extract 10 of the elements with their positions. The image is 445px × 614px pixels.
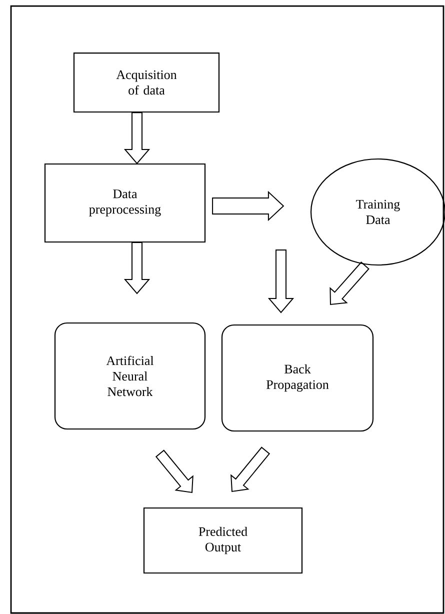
rounded-box: Artificial Neural Network: [54, 322, 206, 430]
block-arrow: [212, 190, 284, 222]
block-arrow: [330, 262, 370, 305]
process-box: Predicted Output: [143, 507, 303, 574]
block-arrow: [124, 112, 150, 164]
block-arrow: [268, 250, 294, 314]
block-arrow: [124, 242, 150, 294]
process-box: Data preprocessing: [44, 163, 206, 243]
process-box: Acquisition of data: [73, 52, 220, 113]
rounded-box: Back Propagation: [221, 324, 374, 432]
